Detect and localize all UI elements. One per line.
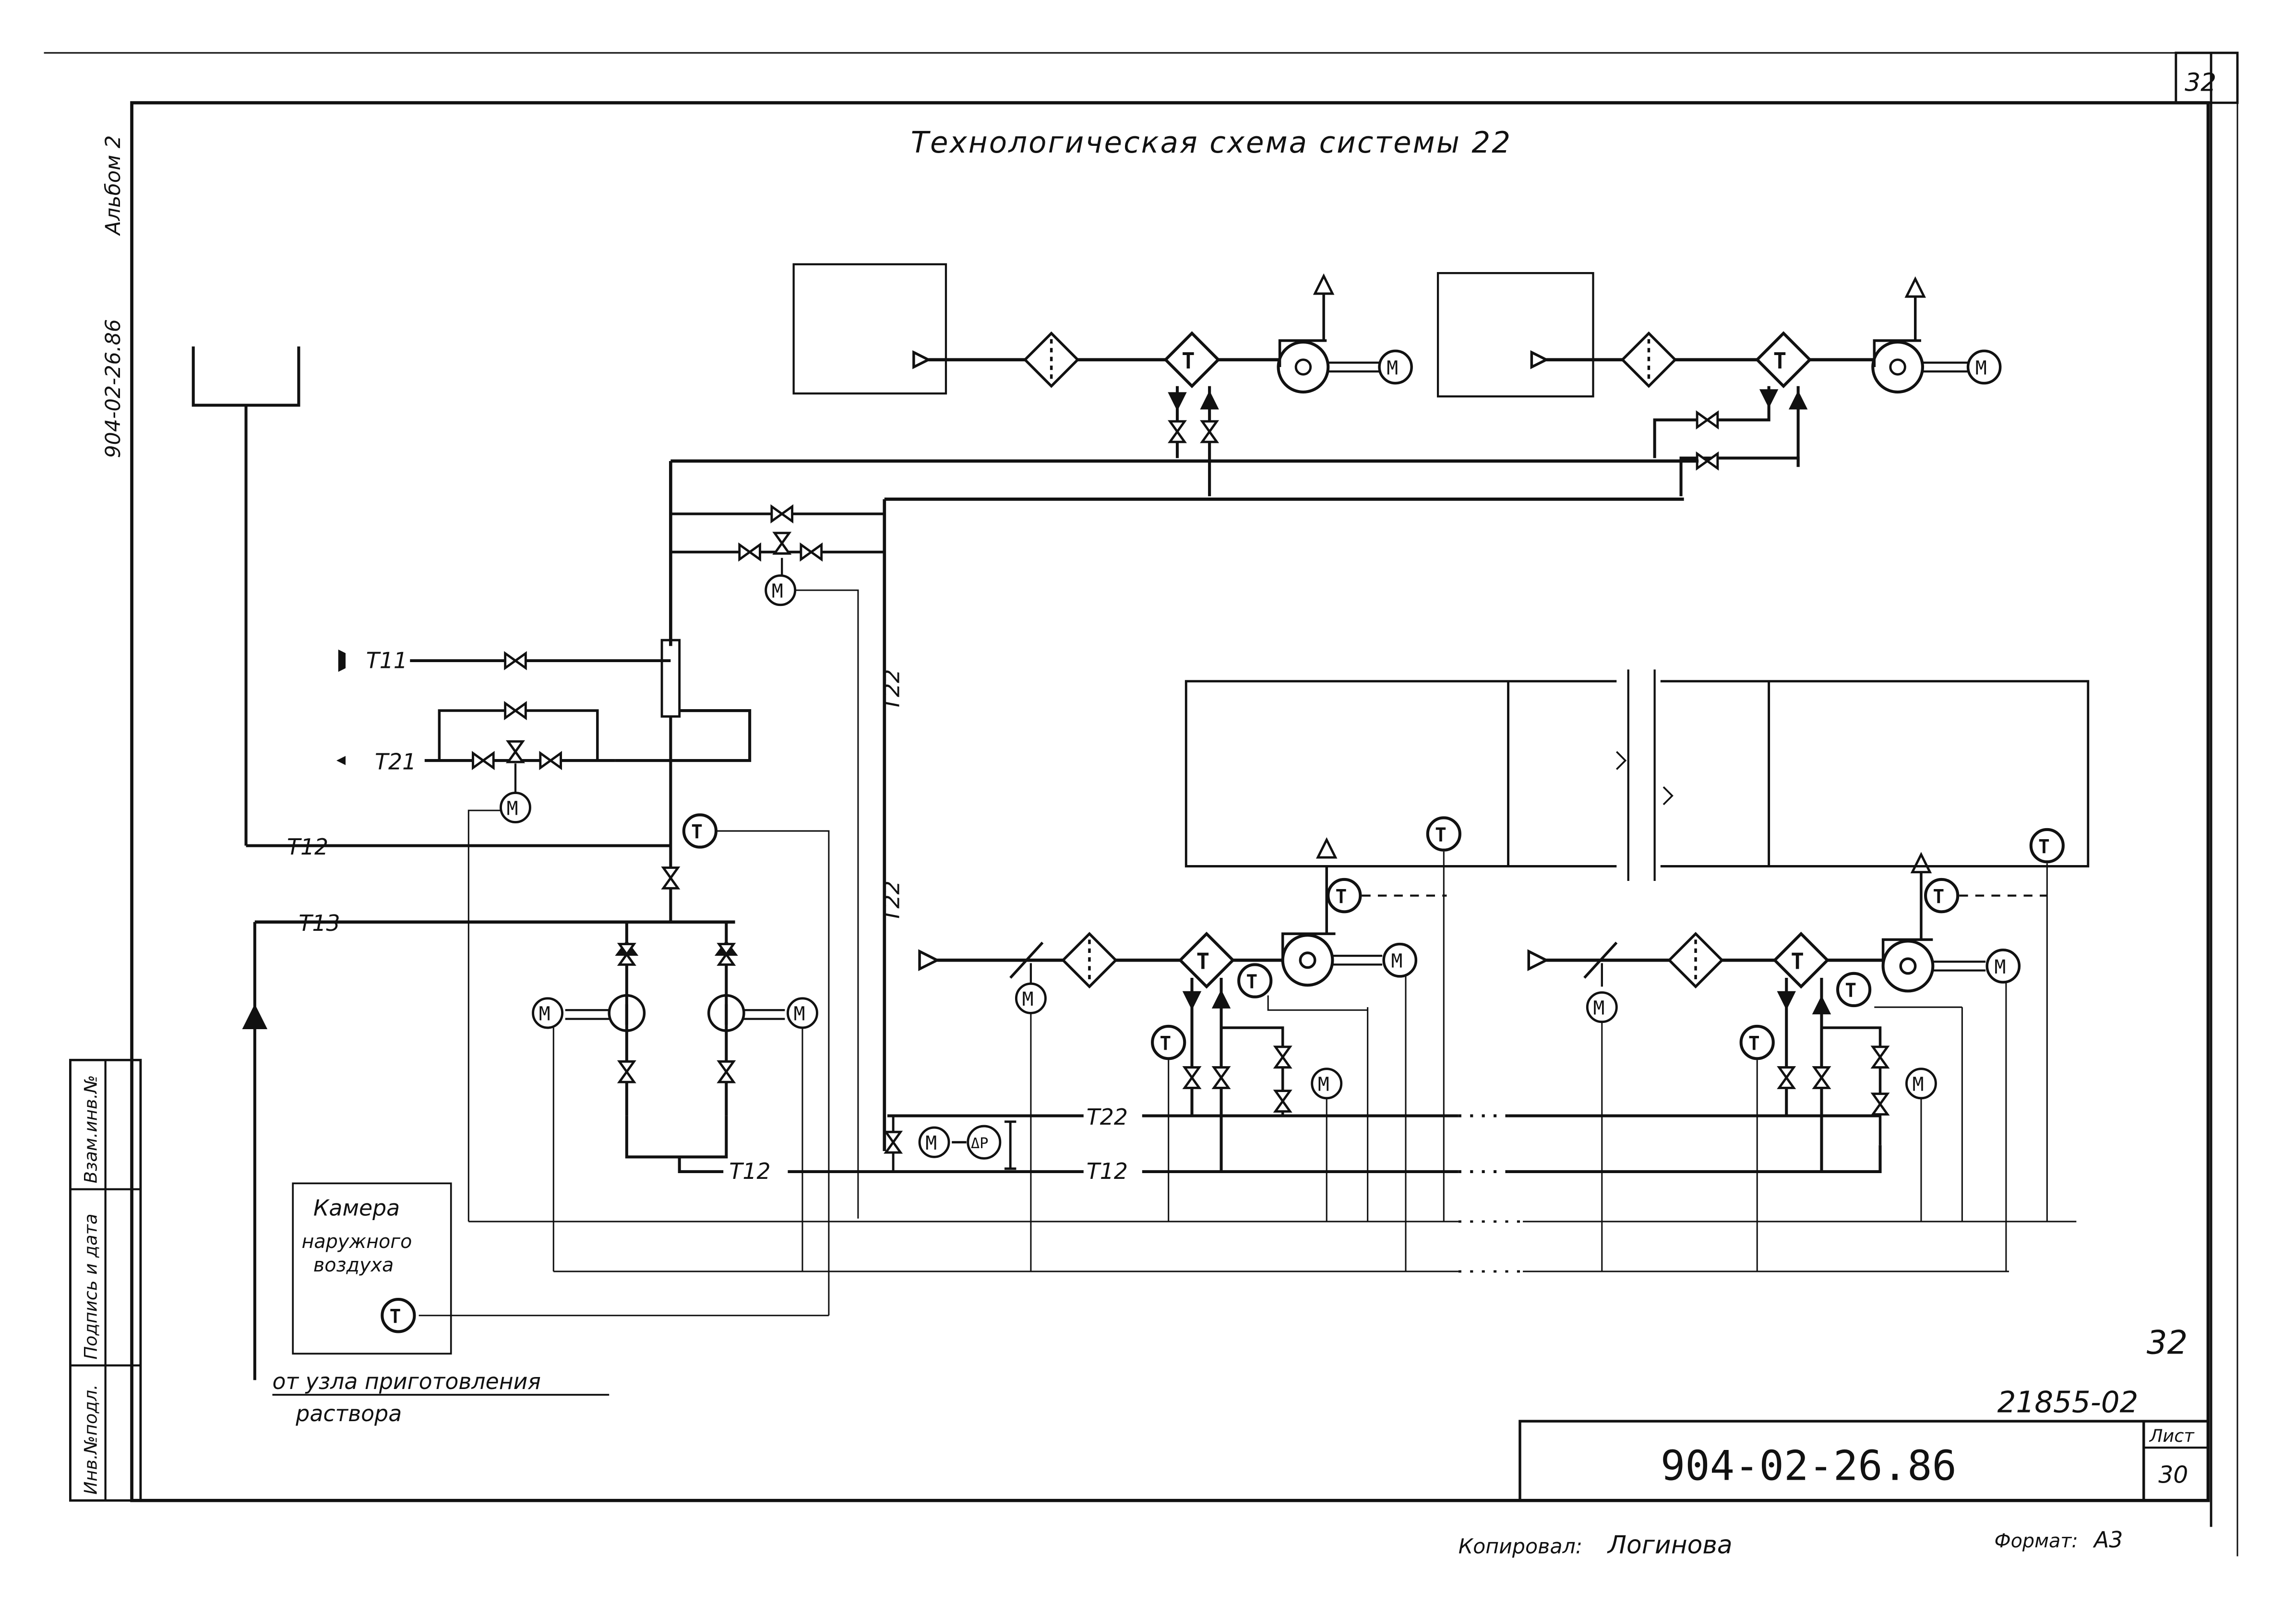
dp-assembly xyxy=(892,1116,1016,1172)
lower-unit-1-heater-t: Т xyxy=(1196,949,1210,974)
outdoor-chamber-line2: наружного xyxy=(302,1231,412,1253)
top-unit-2 xyxy=(1436,272,2002,497)
dp-motor: М xyxy=(925,1132,937,1154)
lower-unit-1-valve-motor: М xyxy=(1318,1074,1329,1096)
pump-group xyxy=(242,920,1459,1380)
sheet-corner-number: 32 xyxy=(2185,69,2216,97)
sheet-frame xyxy=(44,51,2239,1556)
top-unit-1-heater-t: Т xyxy=(1182,348,1195,374)
copied-label: Копировал: xyxy=(1459,1534,1582,1558)
label-t21: Т21 xyxy=(375,748,416,774)
label-t22-middle: Т22 xyxy=(878,880,904,922)
side-stamp-vzam-inv: Взам.инв.№ xyxy=(80,1075,101,1183)
copied-name: Логинова xyxy=(1607,1531,1733,1559)
diagram-title: Технологическая схема системы 22 xyxy=(911,126,1512,160)
title-block xyxy=(1519,1420,2210,1502)
label-t22-lower: Т22 xyxy=(1087,1104,1128,1130)
lower-unit-1-return-temp: Т xyxy=(1160,1033,1171,1055)
pump-1-motor: М xyxy=(539,1003,550,1025)
t21-mixing-motor: М xyxy=(507,797,518,819)
top-unit-1 xyxy=(792,263,1413,497)
control-wiring xyxy=(419,851,2077,1317)
album-code-vertical: 904-02-26.86 xyxy=(101,319,125,458)
outdoor-air-chamber xyxy=(292,1182,452,1355)
label-t12-pumps: Т12 xyxy=(729,1158,770,1184)
doc-code: 904-02-26.86 xyxy=(1661,1442,1957,1490)
lower-unit-2-fan-motor: М xyxy=(1994,956,2006,978)
top-unit-1-fan-motor: М xyxy=(1387,357,1398,379)
from-unit-line1: от узла приготовления xyxy=(272,1368,540,1394)
side-stamp-inv-podl: Инв.№подл. xyxy=(80,1384,101,1495)
lower-unit-1-damper-motor: М xyxy=(1022,988,1034,1010)
side-stamp-box xyxy=(69,1058,142,1502)
outdoor-temp-sensor: Т xyxy=(390,1306,401,1328)
sheet-number-mark: 32 xyxy=(2147,1324,2188,1361)
main-supply-headers xyxy=(669,459,1699,1152)
format-label: Формат: xyxy=(1994,1530,2078,1552)
lower-unit-2-supply-temp: Т xyxy=(1845,980,1856,1002)
lower-unit-1-duct-temp: Т xyxy=(1336,886,1347,908)
order-number: 21855-02 xyxy=(1997,1386,2139,1420)
sheet-label: Лист xyxy=(2149,1425,2195,1446)
outdoor-chamber-line1: Камера xyxy=(313,1195,400,1221)
label-t11: Т11 xyxy=(366,647,407,673)
dp-sensor-label: ΔР xyxy=(971,1135,989,1152)
t11-t21-lines xyxy=(336,639,752,922)
lower-unit-2-duct-temp: Т xyxy=(1933,886,1944,908)
top-unit-2-heater-t: Т xyxy=(1773,348,1787,374)
lower-unit-2-valve-motor: М xyxy=(1913,1074,1924,1096)
label-t22-upper: Т22 xyxy=(878,669,904,711)
lower-unit-1-room-temp: Т xyxy=(1435,824,1447,846)
pump-2-motor: М xyxy=(794,1003,805,1025)
top-unit-2-fan-motor: М xyxy=(1975,357,1987,379)
left-tank xyxy=(191,346,671,847)
lower-unit-1-supply-temp: Т xyxy=(1246,971,1257,993)
lower-unit-2-return-temp: Т xyxy=(1748,1033,1760,1055)
header-bypass-motor: М xyxy=(772,580,783,602)
lower-unit-2 xyxy=(1508,852,2021,1173)
sheet-value: 30 xyxy=(2158,1461,2188,1489)
lower-room-block xyxy=(1184,669,2090,881)
album-name-vertical: Альбом 2 xyxy=(101,135,125,237)
supply-temp-sensor: Т xyxy=(691,821,703,843)
label-t12-lower: Т12 xyxy=(1087,1158,1128,1184)
label-t12-left: Т12 xyxy=(287,834,328,860)
format-value: А3 xyxy=(2093,1527,2123,1553)
from-unit-line2: раствора xyxy=(295,1401,402,1426)
lower-unit-2-damper-motor: М xyxy=(1593,997,1605,1019)
label-t13: Т13 xyxy=(299,910,340,936)
lower-unit-1 xyxy=(887,837,1459,1172)
side-stamp-podp-data: Подпись и дата xyxy=(80,1213,101,1359)
lower-unit-1-fan-motor: М xyxy=(1391,950,1402,972)
outdoor-chamber-line3: воздуха xyxy=(313,1254,394,1276)
lower-unit-2-room-temp: Т xyxy=(2038,836,2050,858)
lower-unit-2-heater-t: Т xyxy=(1791,949,1804,974)
